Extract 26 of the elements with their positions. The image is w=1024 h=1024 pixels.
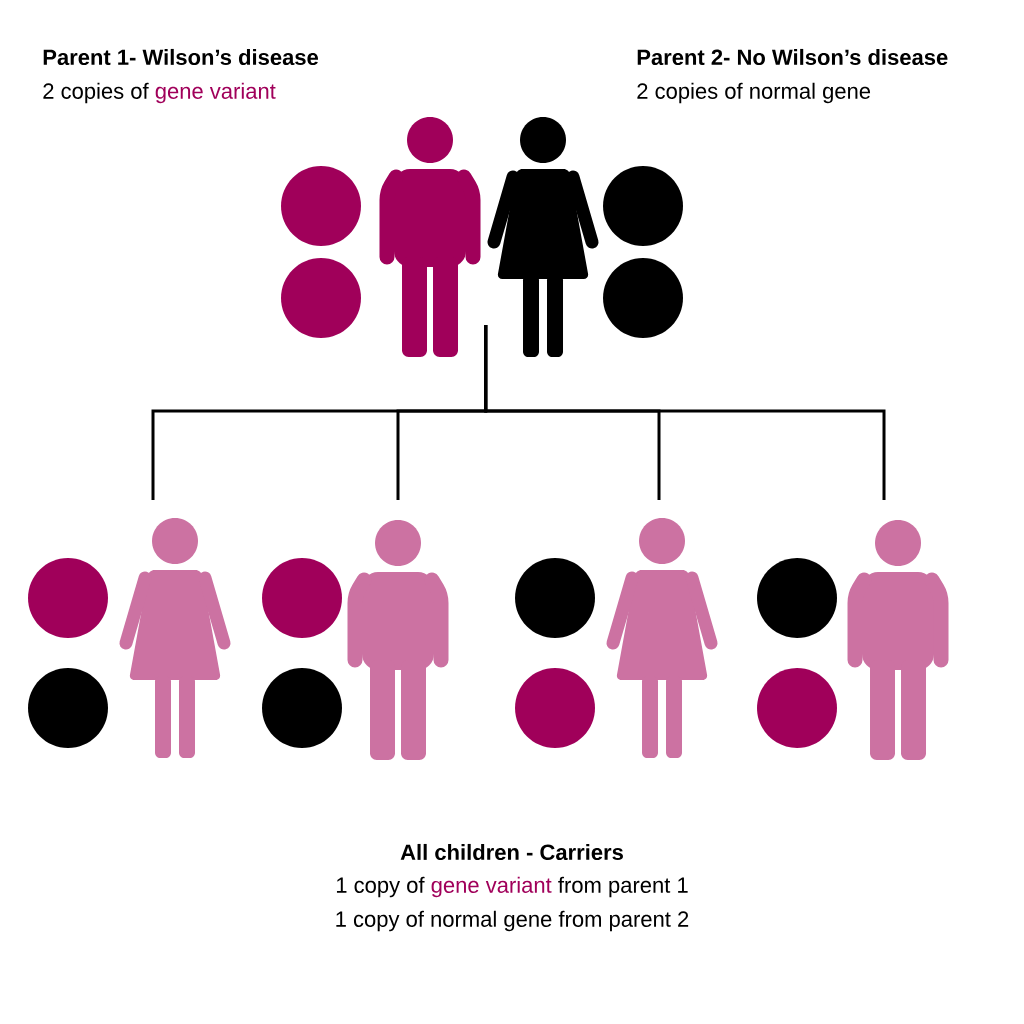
description-text: 2 copies of normal gene: [637, 82, 871, 104]
heading: Parent 2- No Wilson’s disease: [637, 48, 948, 66]
person-figure: [847, 520, 949, 760]
gene-circle: [515, 668, 595, 748]
gene-circle: [603, 166, 683, 246]
heading: Parent 1- Wilson’s disease: [43, 48, 319, 66]
gene-circle: [757, 558, 837, 638]
heading: All children - Carriers: [400, 843, 623, 861]
description-text: 1 copy of normal gene from parent 2: [336, 910, 689, 932]
gene-circle: [603, 258, 683, 338]
gene-circle: [515, 558, 595, 638]
person-figure: [379, 117, 481, 357]
person-figure: [606, 518, 718, 758]
connector-line: [484, 325, 886, 500]
gene-circle: [262, 558, 342, 638]
gene-circle: [262, 668, 342, 748]
person-figure: [119, 518, 231, 758]
description-text: 2 copies of gene variant: [43, 82, 276, 104]
gene-circle: [757, 668, 837, 748]
description-text: 1 copy of gene variant from parent 1: [336, 876, 688, 898]
person-figure: [487, 117, 599, 357]
person-figure: [347, 520, 449, 760]
gene-circle: [281, 166, 361, 246]
gene-circle: [28, 558, 108, 638]
gene-circle: [281, 258, 361, 338]
gene-circle: [28, 668, 108, 748]
